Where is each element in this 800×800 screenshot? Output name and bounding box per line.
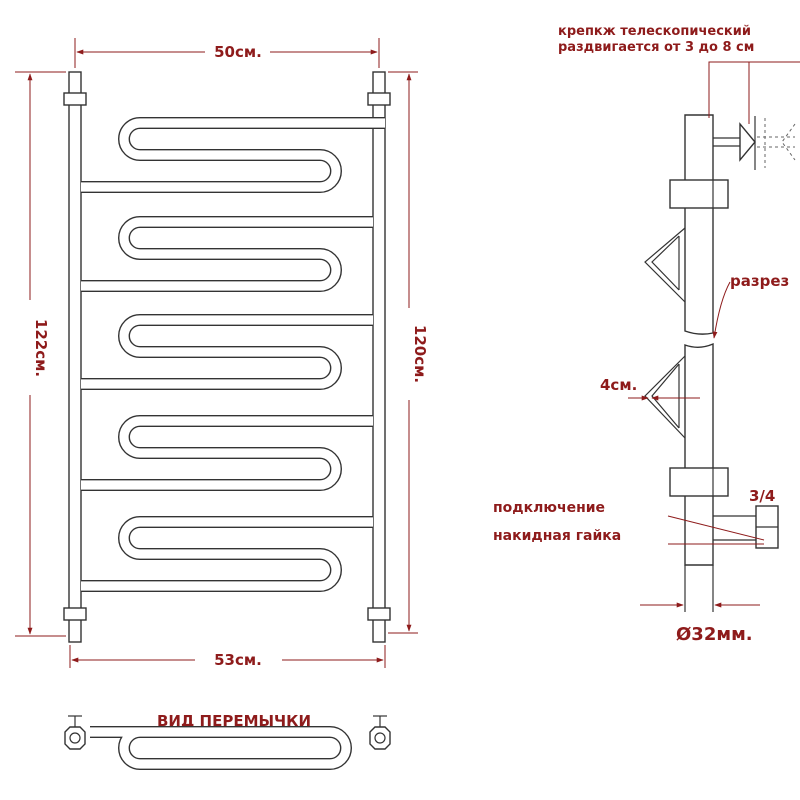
right-vertical-pipe	[372, 71, 386, 643]
coil-1	[81, 117, 385, 193]
connection-label-line2: накидная гайка	[493, 528, 621, 544]
pipe-diameter-dimension: Ø32мм.	[640, 602, 760, 647]
right-valve-icon	[369, 715, 391, 750]
connection-label-line1: подключение	[493, 500, 605, 516]
telescopic-mount-icon	[713, 116, 796, 170]
telescopic-annotation: крепкж телескопический раздвигается от 3…	[557, 23, 800, 124]
total-height-dimension: 122см.	[15, 71, 66, 637]
left-bottom-nut	[63, 607, 87, 621]
pipe-diameter-label: Ø32мм.	[676, 624, 753, 645]
left-top-nut	[63, 92, 87, 106]
connection-fitting-icon	[713, 505, 779, 549]
side-bottom-clamp	[669, 467, 729, 497]
axis-height-dimension: 120см.	[388, 71, 431, 634]
top-width-dimension: 50см.	[74, 38, 380, 68]
jumper-view: ВИД ПЕРЕМЫЧКИ	[64, 711, 391, 770]
right-bottom-nut	[367, 607, 391, 621]
thread-size-label: 3/4	[749, 487, 775, 505]
coil-2	[81, 216, 373, 292]
axis-height-label: 120см.	[411, 325, 429, 383]
right-top-nut	[367, 92, 391, 106]
coil-profile-upper	[644, 227, 686, 303]
side-pipe-upper	[684, 114, 714, 335]
coil-profile-lower	[644, 355, 686, 439]
coil-4	[81, 415, 373, 491]
side-top-clamp	[669, 179, 729, 209]
cut-label: разрез	[730, 272, 789, 290]
coil-3	[81, 314, 373, 390]
coil-5	[81, 516, 373, 592]
bracket-offset-dimension: 4см.	[599, 375, 700, 401]
telescopic-label-line1: крепкж телескопический	[558, 24, 751, 39]
total-height-label: 122см.	[32, 319, 50, 377]
telescopic-label-line2: раздвигается от 3 до 8 см	[558, 40, 754, 55]
bottom-width-dimension: 53см.	[69, 645, 386, 671]
top-width-label: 50см.	[214, 43, 262, 61]
connection-annotation: подключение накидная гайка	[492, 499, 765, 546]
bottom-width-label: 53см.	[214, 651, 262, 669]
front-view: 50см. 53см. 122см. 120см.	[15, 38, 431, 671]
left-vertical-pipe	[68, 71, 82, 643]
side-pipe-lower	[684, 342, 714, 566]
coils	[81, 117, 385, 592]
bracket-offset-label: 4см.	[600, 376, 637, 394]
side-view: крепкж телескопический раздвигается от 3…	[492, 23, 800, 647]
left-valve-icon	[64, 715, 86, 750]
cut-annotation: разрез	[712, 271, 791, 339]
